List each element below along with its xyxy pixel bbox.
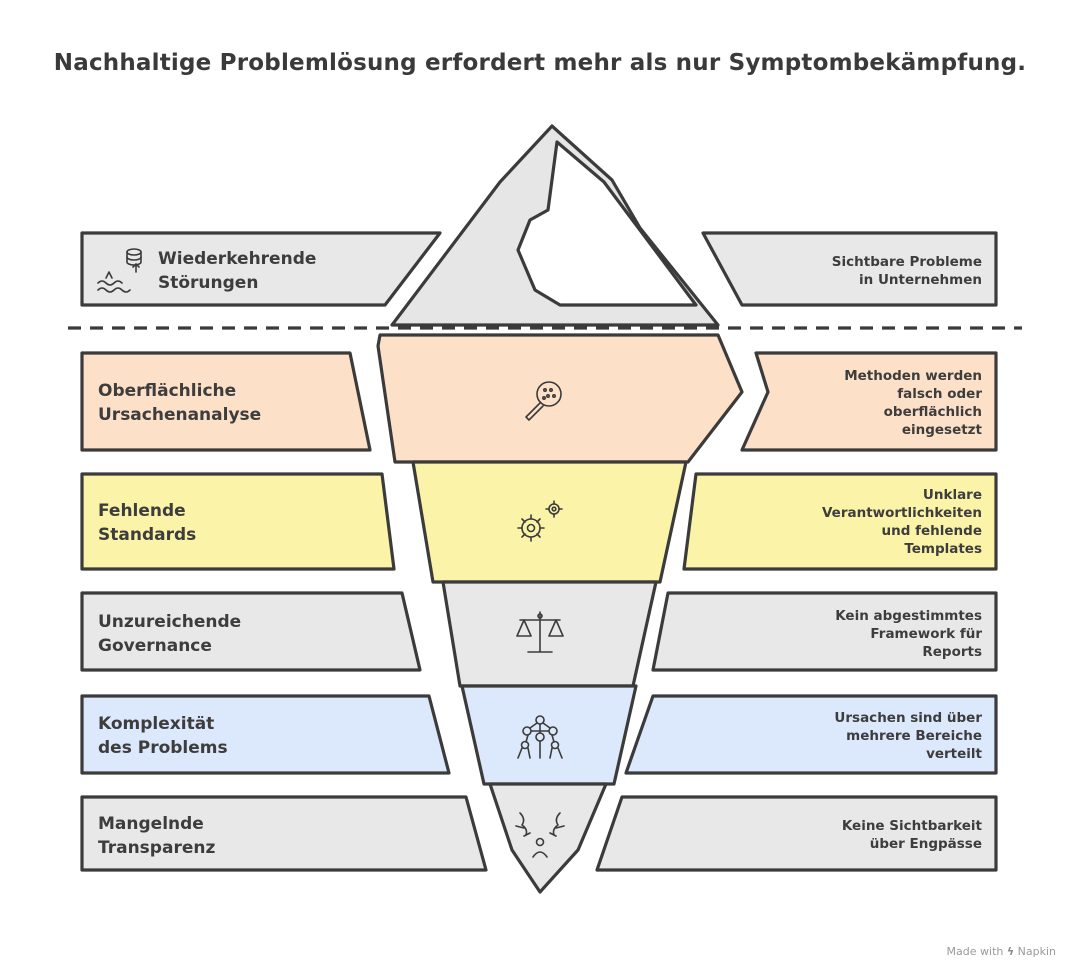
layer-3-right-band: [651, 591, 998, 672]
database-waves-icon: [97, 248, 142, 293]
visible-label: Wiederkehrende Störungen: [158, 249, 317, 293]
diagram-title: Nachhaltige Problemlösung erfordert mehr…: [53, 50, 1027, 76]
visible-left-band: [80, 231, 442, 307]
footer-brand: Napkin: [1017, 945, 1056, 958]
layer-2-label: Fehlende Standards: [98, 501, 197, 545]
layer-4-left-band: [80, 694, 451, 775]
layer-1-description: Methoden werden falsch oder oberflächlic…: [844, 368, 982, 438]
gears-icon: [517, 500, 563, 542]
hidden-person-icon: [515, 812, 565, 858]
layer-1-label: Oberflächliche Ursachenanalyse: [98, 381, 262, 425]
layer-4-label: Komplexität des Problems: [98, 714, 228, 758]
layer-2-description: Unklare Verantwortlichkeiten und fehlend…: [821, 487, 982, 557]
layer-4-center: [460, 684, 638, 786]
layer-4-description: Ursachen sind über mehrere Bereiche vert…: [834, 710, 982, 762]
footer-made-with: Made with: [946, 945, 1004, 958]
layer-5-description: Keine Sichtbarkeit über Engpässe: [841, 818, 982, 852]
napkin-logo-icon: ϟ: [1006, 945, 1015, 958]
scales-icon: [516, 611, 564, 653]
layer-4-right-band: [624, 694, 998, 775]
layer-2-right-band: [682, 472, 998, 571]
layer-5-label: Mangelnde Transparenz: [98, 814, 216, 858]
layer-2-left-band: [80, 472, 396, 571]
layer-5-left-band: [80, 795, 488, 872]
visible-description: Sichtbare Probleme in Unternehmen: [831, 254, 982, 288]
layer-2-center: [411, 460, 688, 584]
layer-3-label: Unzureichende Governance: [98, 612, 242, 656]
footer-credit: Made with ϟ Napkin: [947, 945, 1056, 958]
layer-5-center: [488, 782, 608, 894]
magnifier-icon: [525, 381, 562, 421]
iceberg-snow: [516, 140, 698, 307]
layer-1-right-band: [740, 351, 998, 452]
layer-3-left-band: [80, 591, 422, 672]
visible-right-band: [701, 231, 998, 307]
layer-3-description: Kein abgestimmtes Framework für Reports: [835, 608, 982, 660]
layer-5-right-band: [595, 795, 998, 872]
atomium-icon: [517, 715, 563, 759]
layer-1-left-band: [80, 351, 372, 452]
